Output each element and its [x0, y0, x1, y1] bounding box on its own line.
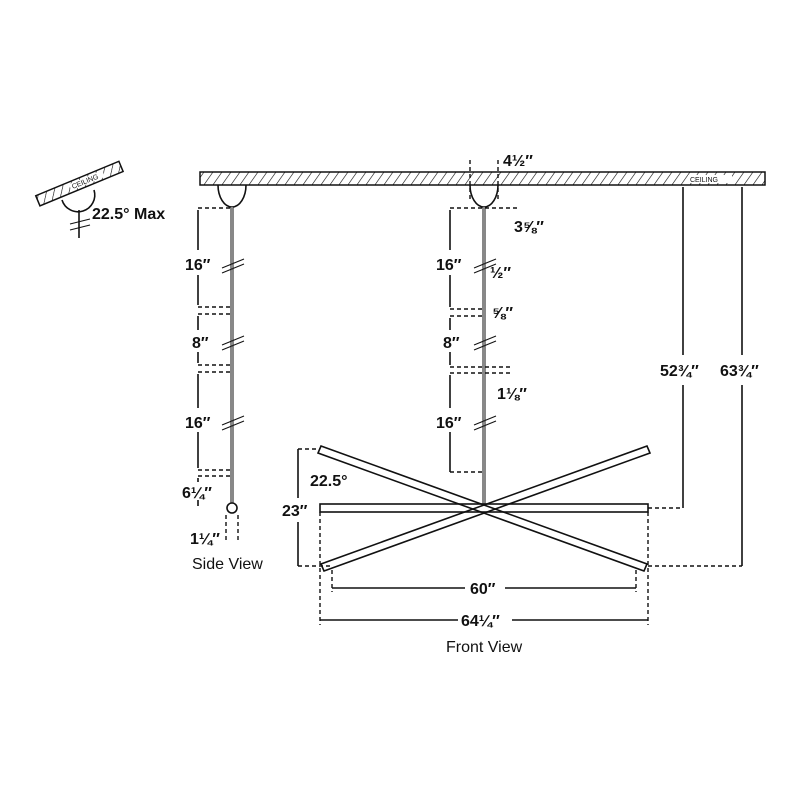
side-dim-5: 1¼″: [190, 531, 220, 548]
inner-width-label: 60″: [470, 581, 496, 598]
stem-dim-3: 16″: [436, 415, 462, 432]
front-view-stem: 16″ 8″ 16″ 4½″ 3⅝″ ½″ ⅝″ 1⅛″: [436, 153, 544, 505]
ceiling-label: CEILING: [690, 177, 718, 184]
side-dim-1: 16″: [185, 257, 211, 274]
canopy-height-label: 3⅝″: [514, 219, 544, 236]
inset-angle-label: 22.5° Max: [92, 206, 165, 223]
side-view-title: Side View: [192, 556, 263, 573]
ceiling: CEILING: [199, 171, 766, 186]
sloped-ceiling-inset: CEILING 22.5° Max: [34, 160, 165, 238]
stem-dim-2: 8″: [443, 335, 460, 352]
side-dim-2: 8″: [192, 335, 209, 352]
side-view: 16″ 8″ 16″ 6¼″ 1¼″ Side View: [182, 184, 263, 573]
height-label: 23″: [282, 503, 308, 520]
min-drop-label: 52¾″: [660, 363, 699, 380]
side-dim-4: 6¼″: [182, 485, 212, 502]
max-drop-label: 63¾″: [720, 363, 759, 380]
rod-diameter-label: ½″: [490, 265, 511, 282]
front-view-title: Front View: [446, 639, 523, 656]
overall-width-label: 64¼″: [461, 613, 500, 630]
angle-label: 22.5°: [310, 473, 348, 490]
canopy-width-label: 4½″: [503, 153, 533, 170]
side-dim-3: 16″: [185, 415, 211, 432]
coupler2-label: 1⅛″: [497, 386, 527, 403]
stem-dim-1: 16″: [436, 257, 462, 274]
coupler-label: ⅝″: [492, 305, 513, 322]
front-view-arms: 23″ 22.5° 52¾″ 63¾″ 60″ 64¼″ Front View: [282, 187, 759, 656]
